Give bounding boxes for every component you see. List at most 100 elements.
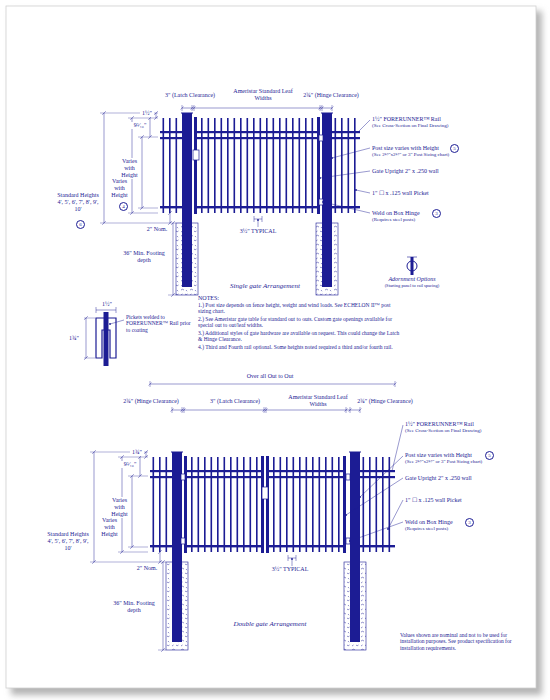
picket <box>335 118 337 213</box>
rail <box>332 137 360 139</box>
picket <box>214 118 216 213</box>
picket <box>280 457 282 552</box>
dimension-tick <box>345 409 348 412</box>
dimension-tick <box>346 407 347 413</box>
leader-line <box>320 171 370 178</box>
dimension-line <box>150 384 395 385</box>
leader-line <box>323 202 370 213</box>
picket <box>227 118 229 213</box>
leader-dot <box>357 131 359 133</box>
picket <box>166 457 168 552</box>
callout-label: 1½" FORERUNNER™ Rail <box>372 116 512 123</box>
picket <box>221 118 223 213</box>
note-text: 1.) Post size depends on fence height, w… <box>198 302 403 315</box>
dimension-tick <box>350 407 351 413</box>
picket <box>247 118 249 213</box>
leader-line <box>356 190 370 193</box>
leader-dot <box>291 558 293 560</box>
picket <box>169 118 171 213</box>
leader-dot <box>391 470 393 472</box>
callout-label: Gate Upright 2" x .250 wall <box>405 475 530 482</box>
dimension-line <box>161 560 165 564</box>
dimension-tick <box>359 409 362 412</box>
dimension-label: 2¾" (Hinge Clearance) <box>122 398 180 405</box>
dimension-line <box>154 111 158 115</box>
callout-label: Weld on Box Hinge <box>405 519 463 526</box>
picket <box>292 118 294 213</box>
dimension-line <box>120 455 124 459</box>
symbol-note: (Starting panel to rail spacing) <box>372 283 452 288</box>
dimension-line <box>96 307 97 313</box>
post <box>182 113 192 287</box>
picket <box>253 118 255 213</box>
dimension-line <box>102 221 106 225</box>
dimension-tick <box>194 105 195 111</box>
leader-dot <box>355 189 357 191</box>
post-cap <box>321 113 333 114</box>
note-text: 4.) Third and Fourth rail optional. Some… <box>198 344 403 350</box>
dimension-label: Varies with Height <box>108 497 131 518</box>
picket <box>348 118 350 213</box>
dimension-line <box>161 648 165 652</box>
dimension-line <box>86 318 87 358</box>
dimension-line <box>170 213 171 223</box>
extension-line <box>138 137 158 138</box>
leader-line <box>332 148 370 158</box>
dimension-label: 3" (Latch Clearance) <box>208 398 262 405</box>
picket <box>217 457 219 552</box>
extension-line <box>100 223 176 224</box>
dimension-line <box>92 560 96 564</box>
picket <box>234 118 236 213</box>
leader-dot <box>359 496 361 498</box>
dimension-label: 3½" TYPICAL <box>270 566 310 573</box>
dimension-line <box>140 457 141 476</box>
post-cap <box>349 452 361 453</box>
dimension-line <box>94 452 95 562</box>
leader-line <box>360 456 403 497</box>
picket <box>286 118 288 213</box>
dimension-tick <box>320 105 321 111</box>
dimension-line <box>158 560 162 564</box>
picket <box>306 457 308 552</box>
note-text: 2.) See Ameristar gate table for standar… <box>198 316 403 329</box>
picket <box>237 457 239 552</box>
callout-note: (See 2½"x2½" or 3" Post Sizing chart) <box>405 459 530 465</box>
note-text: Values shown are nominal and not to be u… <box>400 632 530 651</box>
picket-section <box>104 312 109 366</box>
picket <box>230 457 232 552</box>
dimension-line <box>140 206 144 210</box>
dimension-tick <box>150 381 151 387</box>
box-hinge <box>181 538 185 544</box>
leader-line <box>258 220 259 227</box>
callout-number: 6 <box>76 220 85 229</box>
picket <box>201 118 203 213</box>
post <box>172 452 182 642</box>
dimension-tick <box>322 105 323 111</box>
dimension-line <box>92 450 96 454</box>
dimension-tick <box>181 107 184 110</box>
dimension-tick <box>394 383 397 386</box>
picket <box>260 118 262 213</box>
dimension-line <box>116 307 117 313</box>
dimension-line <box>130 211 134 215</box>
picket <box>250 457 252 552</box>
dimension-label: 1¾" <box>130 449 144 456</box>
dimension-tick <box>193 107 196 110</box>
callout-label: Post size varies with Height <box>372 145 512 152</box>
dimension-tick <box>183 409 186 412</box>
callout-label: Pickets welded to FORERUNNER™ Rail prior… <box>126 314 194 333</box>
picket <box>305 118 307 213</box>
dimension-line <box>140 135 144 139</box>
extension-line <box>168 295 176 296</box>
dimension-label: 2" Nom. <box>146 226 168 233</box>
callout-label: Post size varies with Height <box>405 452 530 459</box>
picket <box>211 457 213 552</box>
dimension-tick <box>172 407 173 413</box>
post-cap <box>171 452 183 453</box>
gate-latch <box>193 150 199 160</box>
picket <box>256 457 258 552</box>
dimension-line <box>130 545 134 549</box>
callout-number: 3 <box>432 209 441 218</box>
dimension-line <box>156 113 157 118</box>
dimension-line <box>142 137 143 208</box>
